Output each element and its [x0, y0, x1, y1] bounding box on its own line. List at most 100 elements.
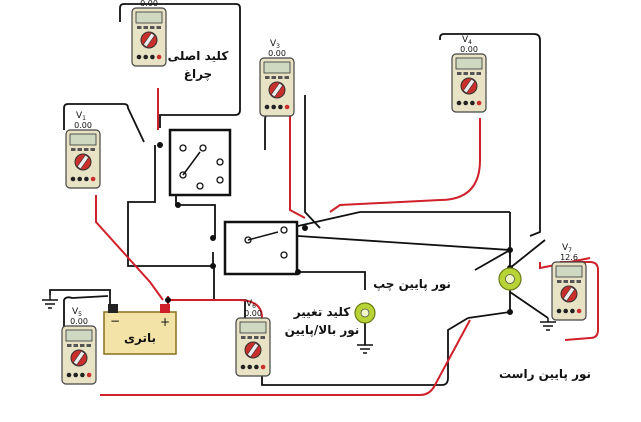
multimeter-button: [576, 280, 581, 283]
multimeter-label-sub: 4: [468, 39, 472, 46]
multimeter-jack: [570, 308, 575, 314]
multimeter-display: [239, 321, 267, 334]
ground-symbol-lamp-left: [357, 344, 373, 354]
multimeter-v3: V30.00: [259, 39, 295, 117]
multimeter-jack: [576, 308, 582, 314]
multimeters: V10.00V20.00V30.00V40.00V50.00V60.00V712…: [61, 0, 587, 385]
multimeter-button: [260, 336, 265, 339]
main-switch-label-line2: چراغ: [184, 67, 212, 81]
multimeter-display: [263, 61, 291, 74]
lamp-right-low-beam: [498, 267, 522, 291]
multimeter-button: [254, 336, 259, 339]
multimeter-label-sub: 7: [568, 247, 572, 254]
multimeter-jack: [463, 100, 469, 106]
multimeter-label: V3: [270, 39, 280, 50]
multimeter-v5: V50.00: [61, 307, 97, 385]
multimeter-dial-knob: [142, 32, 156, 48]
right-low-beam-label: نور پایین راست: [499, 367, 591, 382]
multimeter-button: [150, 26, 155, 29]
multimeter-jack: [260, 364, 266, 370]
ground-symbol-left: [42, 295, 58, 309]
battery-plus: +: [160, 315, 170, 329]
multimeter-display: [69, 133, 97, 146]
main-switch-box: [168, 128, 232, 197]
multimeter-button: [67, 344, 72, 347]
dimmer-label-line2: نور بالا/پایین: [285, 323, 360, 338]
multimeter-jack: [136, 54, 142, 60]
multimeter-button: [271, 76, 276, 79]
multimeter-button: [470, 72, 475, 75]
multimeter-button: [86, 344, 91, 347]
multimeter-jack: [77, 176, 82, 182]
multimeter-dial-knob: [270, 82, 284, 98]
dimmer-switch-box: [223, 220, 299, 276]
multimeter-button: [71, 148, 76, 151]
battery: − + باتری: [103, 304, 177, 355]
dimmer-label-line1: کلید تغییر: [293, 305, 350, 319]
red-wires: [95, 88, 599, 396]
multimeter-label: V5: [72, 307, 82, 318]
multimeter-button: [457, 72, 462, 75]
multimeter-label-sub: 1: [82, 115, 86, 122]
multimeter-v6: V60.00: [235, 299, 271, 377]
multimeter-dial-knob: [246, 342, 260, 358]
multimeter-label: V7: [562, 243, 572, 254]
multimeter-dial-knob: [72, 350, 86, 366]
multimeter-button: [90, 148, 95, 151]
multimeter-reading: 0.00: [70, 317, 88, 326]
multimeter-reading: 12.6: [560, 253, 578, 262]
multimeter-v4: V40.00: [451, 35, 487, 113]
multimeter-reading: 0.00: [244, 309, 262, 318]
multimeter-dial-knob: [562, 286, 576, 302]
multimeter-jack: [556, 308, 562, 314]
multimeter-button: [143, 26, 148, 29]
multimeter-jack: [254, 364, 259, 370]
multimeter-button: [241, 336, 246, 339]
multimeter-jack: [66, 372, 72, 378]
multimeter-reading: 0.00: [460, 45, 478, 54]
multimeter-label-sub: 3: [276, 43, 280, 50]
multimeter-jack: [456, 100, 462, 106]
multimeter-jack: [90, 176, 96, 182]
multimeter-button: [476, 72, 481, 75]
multimeter-jack: [264, 104, 270, 110]
multimeter-jack: [86, 372, 92, 378]
main-switch-label-line1: کلید اصلی: [168, 49, 229, 63]
multimeter-jack: [70, 176, 76, 182]
multimeter-jack: [278, 104, 283, 110]
lamp-left-low-beam: [354, 302, 376, 324]
multimeter-v1: V10.00: [65, 111, 101, 189]
multimeter-jack: [470, 100, 475, 106]
multimeter-display: [555, 265, 583, 278]
multimeter-label: V1: [76, 111, 86, 122]
multimeter-label: V6: [246, 299, 256, 310]
multimeter-button: [570, 280, 575, 283]
ground-symbol-lamp-right: [540, 318, 556, 331]
multimeter-jack: [143, 54, 148, 60]
multimeter-jack: [156, 54, 162, 60]
battery-minus: −: [110, 314, 120, 328]
multimeter-dial-knob: [462, 78, 476, 94]
multimeter-jack: [240, 364, 246, 370]
multimeter-button: [284, 76, 289, 79]
multimeter-button: [137, 26, 142, 29]
multimeter-display: [135, 11, 163, 24]
multimeter-jack: [150, 54, 155, 60]
multimeter-button: [278, 76, 283, 79]
multimeter-button: [557, 280, 562, 283]
multimeter-reading: 0.00: [140, 0, 158, 8]
multimeter-jack: [84, 176, 89, 182]
multimeter-button: [156, 26, 161, 29]
left-low-beam-label: نور پایین چپ: [373, 277, 451, 292]
multimeter-jack: [271, 104, 277, 110]
multimeter-label-sub: 5: [78, 311, 82, 318]
multimeter-button: [247, 336, 252, 339]
multimeter-label: V4: [462, 35, 472, 46]
multimeter-jack: [80, 372, 85, 378]
multimeter-jack: [247, 364, 252, 370]
multimeter-reading: 0.00: [268, 49, 286, 58]
multimeter-v2: V20.00: [131, 0, 167, 67]
